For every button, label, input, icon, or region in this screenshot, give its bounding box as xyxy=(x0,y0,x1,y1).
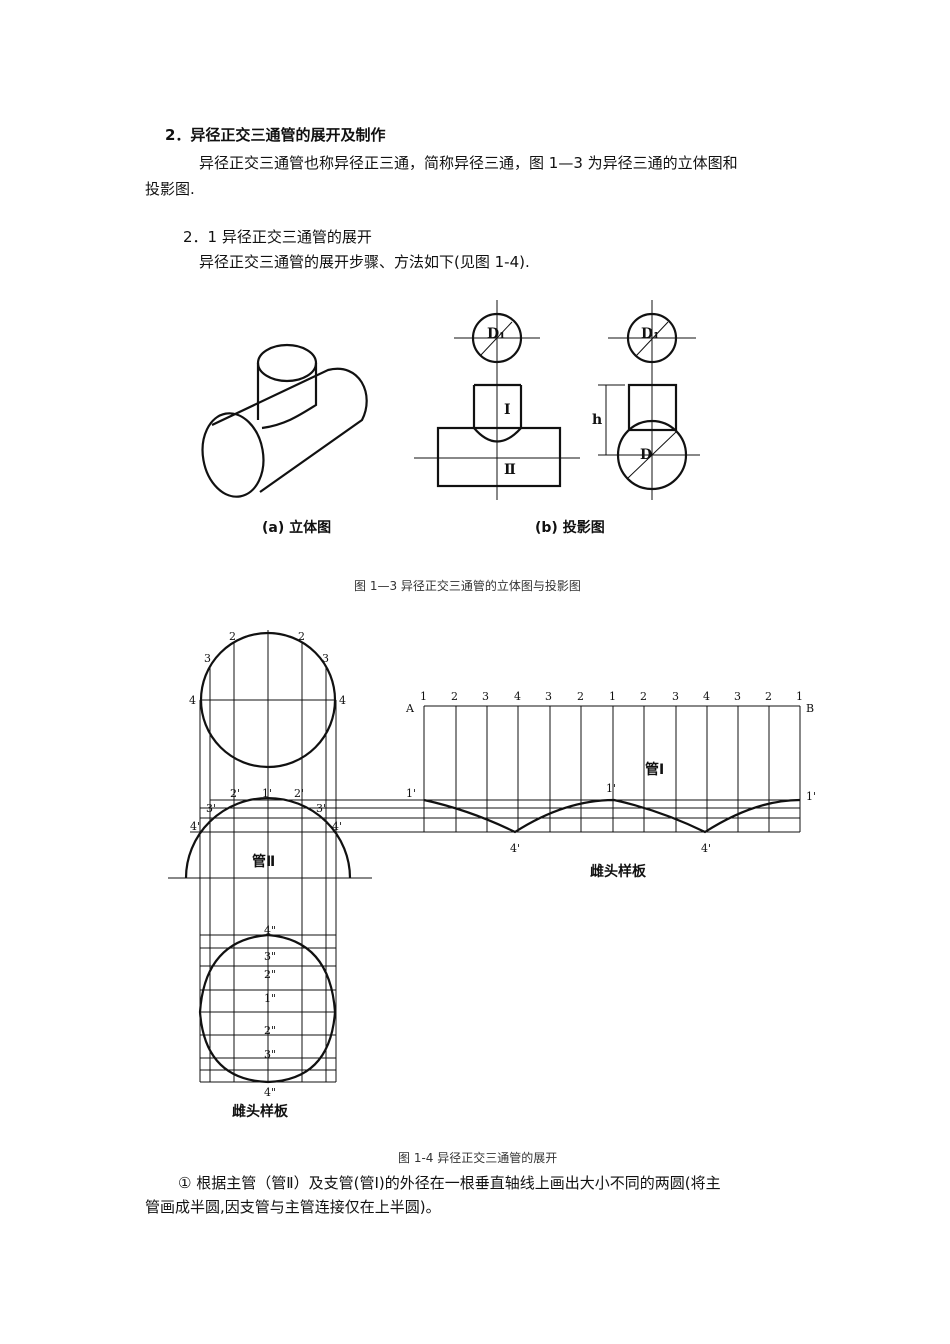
dev-number: 2 xyxy=(451,690,458,703)
figure-1-3: D₁ D₁ D h Ⅰ Ⅱ (a) 立体图 (b) 投影图 xyxy=(201,300,700,536)
main-pipe-body xyxy=(211,367,368,493)
dev-number: 3 xyxy=(672,690,679,703)
prime-label: 1' xyxy=(406,787,416,800)
dev-number: 1 xyxy=(420,690,427,703)
circle-number: 3 xyxy=(204,652,211,665)
label-pipe-I: 管Ⅰ xyxy=(645,761,664,778)
dev-number: 3 xyxy=(545,690,552,703)
branch-pipe-body xyxy=(256,363,318,430)
dev-number: 3 xyxy=(734,690,741,703)
bottom-label: 4" xyxy=(264,1086,276,1099)
prime-label: 1' xyxy=(262,787,272,800)
subsection-text: 异径正交三通管的展开步骤、方法如下(见图 1-4). xyxy=(199,253,530,271)
dev-number: 2 xyxy=(640,690,647,703)
prime-label: 4' xyxy=(190,820,200,833)
label-3d-view: (a) 立体图 xyxy=(262,519,331,536)
bottom-label: 4" xyxy=(264,924,276,937)
circle-number: 2 xyxy=(298,630,305,643)
symbol-D1-top: D₁ xyxy=(487,326,505,342)
roman-I-label: Ⅰ xyxy=(504,402,511,418)
label-A: A xyxy=(405,702,415,715)
bottom-label: 2" xyxy=(264,968,276,981)
circle-number: 3 xyxy=(322,652,329,665)
circle-number: 4 xyxy=(189,694,196,707)
figure-1-4-caption: 图 1-4 异径正交三通管的展开 xyxy=(398,1151,558,1165)
dev-number: 2 xyxy=(577,690,584,703)
label-pipe-II: 管Ⅱ xyxy=(252,853,275,870)
dev-number: 4 xyxy=(703,690,710,703)
symbol-D1-side: D₁ xyxy=(641,326,659,342)
female-template-right-curve xyxy=(423,798,801,834)
prime-label: 2' xyxy=(294,787,304,800)
step1-line1: ① 根据主管（管Ⅱ）及支管(管Ⅰ)的外径在一根垂直轴线上画出大小不同的两圆(将主 xyxy=(178,1174,721,1192)
subsection-heading: 2．1 异径正交三通管的展开 xyxy=(183,228,372,246)
main-front-view xyxy=(436,426,562,488)
main-pipe-end-ellipse xyxy=(201,412,265,498)
prime-label: 3' xyxy=(316,802,326,815)
bottom-label: 1" xyxy=(264,992,276,1005)
dev-number: 1 xyxy=(796,690,803,703)
branch-front-view xyxy=(472,383,523,443)
section-heading: 2．异径正交三通管的展开及制作 xyxy=(165,126,386,144)
label-B: B xyxy=(806,702,814,715)
bottom-label: 3" xyxy=(264,950,276,963)
intro-paragraph-line2: 投影图. xyxy=(145,180,195,198)
bottom-label: 2" xyxy=(264,1024,276,1037)
step1-line2: 管画成半圆,因支管与主管连接仅在上半圆)。 xyxy=(145,1198,441,1216)
prime-label: 1' xyxy=(806,790,816,803)
circle-number: 2 xyxy=(229,630,236,643)
label-template-right: 雌头样板 xyxy=(590,863,647,880)
roman-II-label: Ⅱ xyxy=(504,462,516,478)
circle-number: 4 xyxy=(339,694,346,707)
symbol-D-side: D xyxy=(640,447,652,463)
prime-label: 1' xyxy=(606,782,616,795)
intro-paragraph-line1: 异径正交三通管也称异径正三通，简称异径三通，图 1—3 为异径三通的立体图和 xyxy=(199,154,738,172)
dev-number: 2 xyxy=(765,690,772,703)
prime-label: 3' xyxy=(206,802,216,815)
prime-label: 2' xyxy=(230,787,240,800)
dev-number: 1 xyxy=(609,690,616,703)
symbol-h: h xyxy=(592,412,602,428)
prime-label: 4' xyxy=(510,842,520,855)
bottom-label: 3" xyxy=(264,1048,276,1061)
label-template-bottom: 雌头样板 xyxy=(232,1103,289,1120)
prime-label: 4' xyxy=(332,820,342,833)
dev-number: 3 xyxy=(482,690,489,703)
prime-label: 4' xyxy=(701,842,711,855)
figure-1-3-caption: 图 1—3 异径正交三通管的立体图与投影图 xyxy=(354,579,581,593)
dev-number: 4 xyxy=(514,690,521,703)
label-projection-view: (b) 投影图 xyxy=(535,520,605,536)
